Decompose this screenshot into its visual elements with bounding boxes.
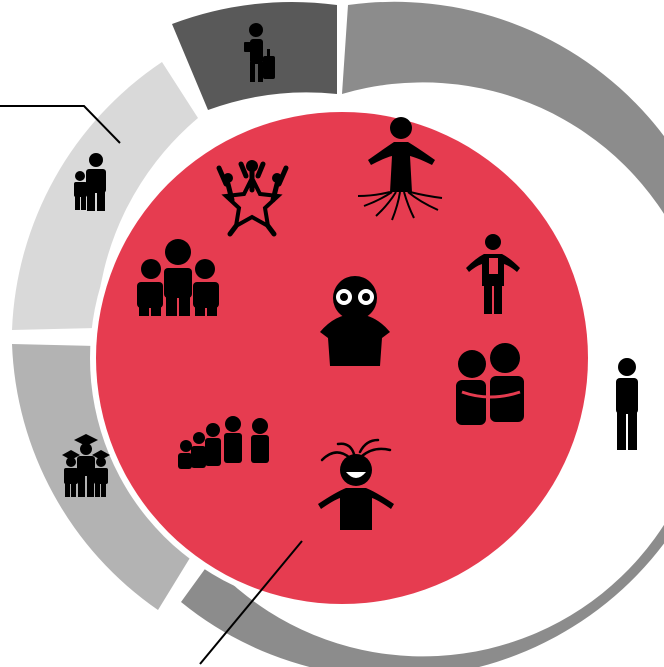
- standing-person-icon: [616, 358, 638, 450]
- adult-and-child-icon: [74, 153, 106, 211]
- callout-line-top-left: [0, 105, 121, 144]
- celebrating-group-icon: [216, 160, 289, 237]
- curious-person-icon: [318, 438, 394, 530]
- traveler-with-luggage-icon: [244, 23, 275, 82]
- crowd-icon: [178, 416, 269, 469]
- hugging-couple-icon: [456, 343, 524, 425]
- callout-line-bottom: [199, 540, 303, 665]
- person-with-phone-icon: [466, 234, 520, 314]
- ring-segment-individual: [181, 1, 664, 667]
- family-group-icon: [137, 239, 219, 316]
- rooted-person-icon: [357, 117, 443, 221]
- person-with-binoculars-icon: [320, 276, 390, 366]
- graduates-group-icon: [62, 434, 110, 497]
